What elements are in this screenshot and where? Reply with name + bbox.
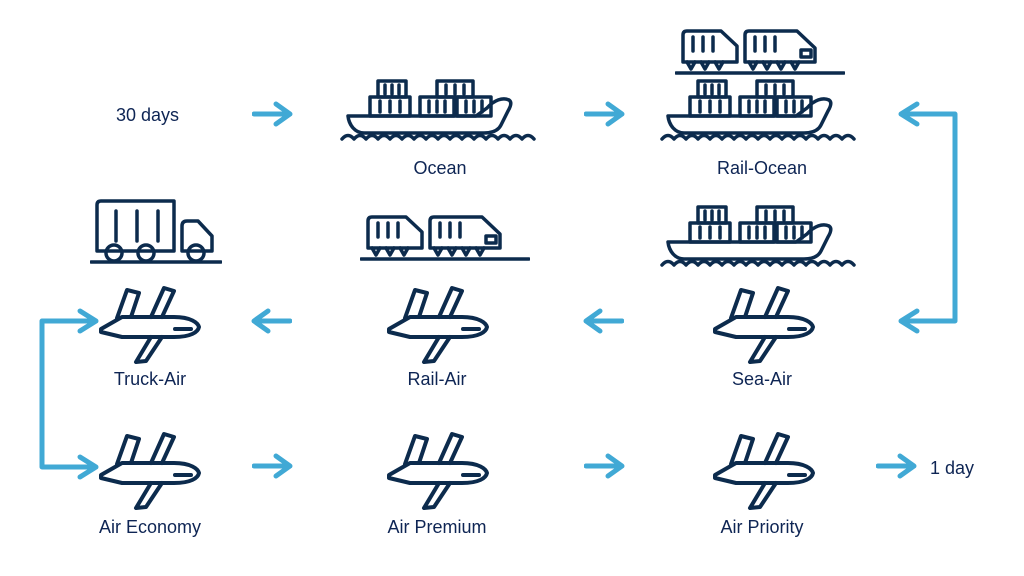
plane-icon: [708, 282, 818, 366]
node-label-rail-ocean: Rail-Ocean: [716, 158, 808, 178]
node-label-sea-air: Sea-Air: [731, 369, 793, 389]
right-arrow-icon: [876, 452, 920, 480]
node-label-air-priority: Air Priority: [720, 517, 804, 537]
train-icon: [360, 208, 530, 264]
node-label-truck-air: Truck-Air: [113, 369, 187, 389]
right-arrow-icon: [252, 452, 296, 480]
node-label-air-premium: Air Premium: [387, 517, 487, 537]
plane-icon: [94, 282, 204, 366]
plane-icon: [94, 428, 204, 512]
right-arrow-icon: [584, 100, 628, 128]
node-rail-ocean: [675, 22, 845, 78]
node-label-air-economy: Air Economy: [98, 517, 202, 537]
right-arrow-icon: [584, 452, 628, 480]
ship-icon: [660, 200, 860, 270]
plane-icon: [382, 282, 492, 366]
end-duration-label: 1 day: [930, 458, 975, 478]
plane-icon: [708, 428, 818, 512]
left-arrow-icon: [248, 307, 292, 335]
node-ocean: [340, 74, 540, 144]
left-connector-arrows: [32, 307, 104, 487]
ship-icon: [340, 74, 540, 144]
train-icon: [675, 22, 845, 78]
node-label-rail-air: Rail-Air: [407, 369, 467, 389]
start-duration-label: 30 days: [116, 105, 180, 125]
node-label-ocean: Ocean: [413, 158, 467, 178]
right-arrow-icon: [252, 100, 296, 128]
ship-icon: [660, 74, 860, 144]
truck-icon: [90, 196, 222, 266]
left-arrow-icon: [580, 307, 624, 335]
plane-icon: [382, 428, 492, 512]
right-connector-arrows: [895, 100, 965, 340]
